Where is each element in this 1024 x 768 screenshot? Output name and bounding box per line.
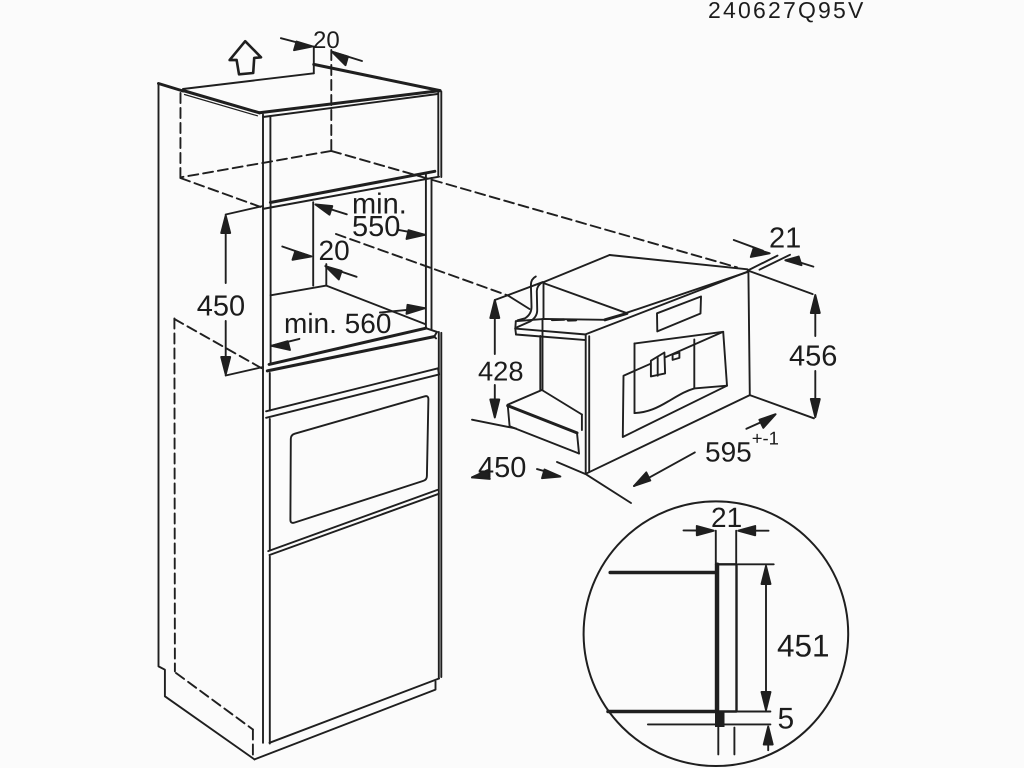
svg-text:450: 450: [197, 291, 245, 323]
svg-text:456: 456: [789, 341, 837, 373]
svg-text:240627Q95V: 240627Q95V: [708, 0, 866, 23]
svg-text:21: 21: [711, 502, 742, 533]
svg-text:min. 560: min. 560: [284, 308, 391, 339]
svg-text:550: 550: [352, 211, 400, 243]
svg-text:5: 5: [778, 703, 795, 736]
svg-text:451: 451: [777, 628, 830, 664]
svg-text:20: 20: [319, 235, 350, 266]
svg-text:min.: min.: [352, 189, 407, 221]
svg-text:20: 20: [313, 27, 340, 54]
svg-text:21: 21: [769, 223, 801, 255]
svg-text:428: 428: [478, 356, 524, 387]
svg-text:450: 450: [478, 452, 526, 484]
svg-text:595+-1: 595+-1: [705, 428, 779, 468]
